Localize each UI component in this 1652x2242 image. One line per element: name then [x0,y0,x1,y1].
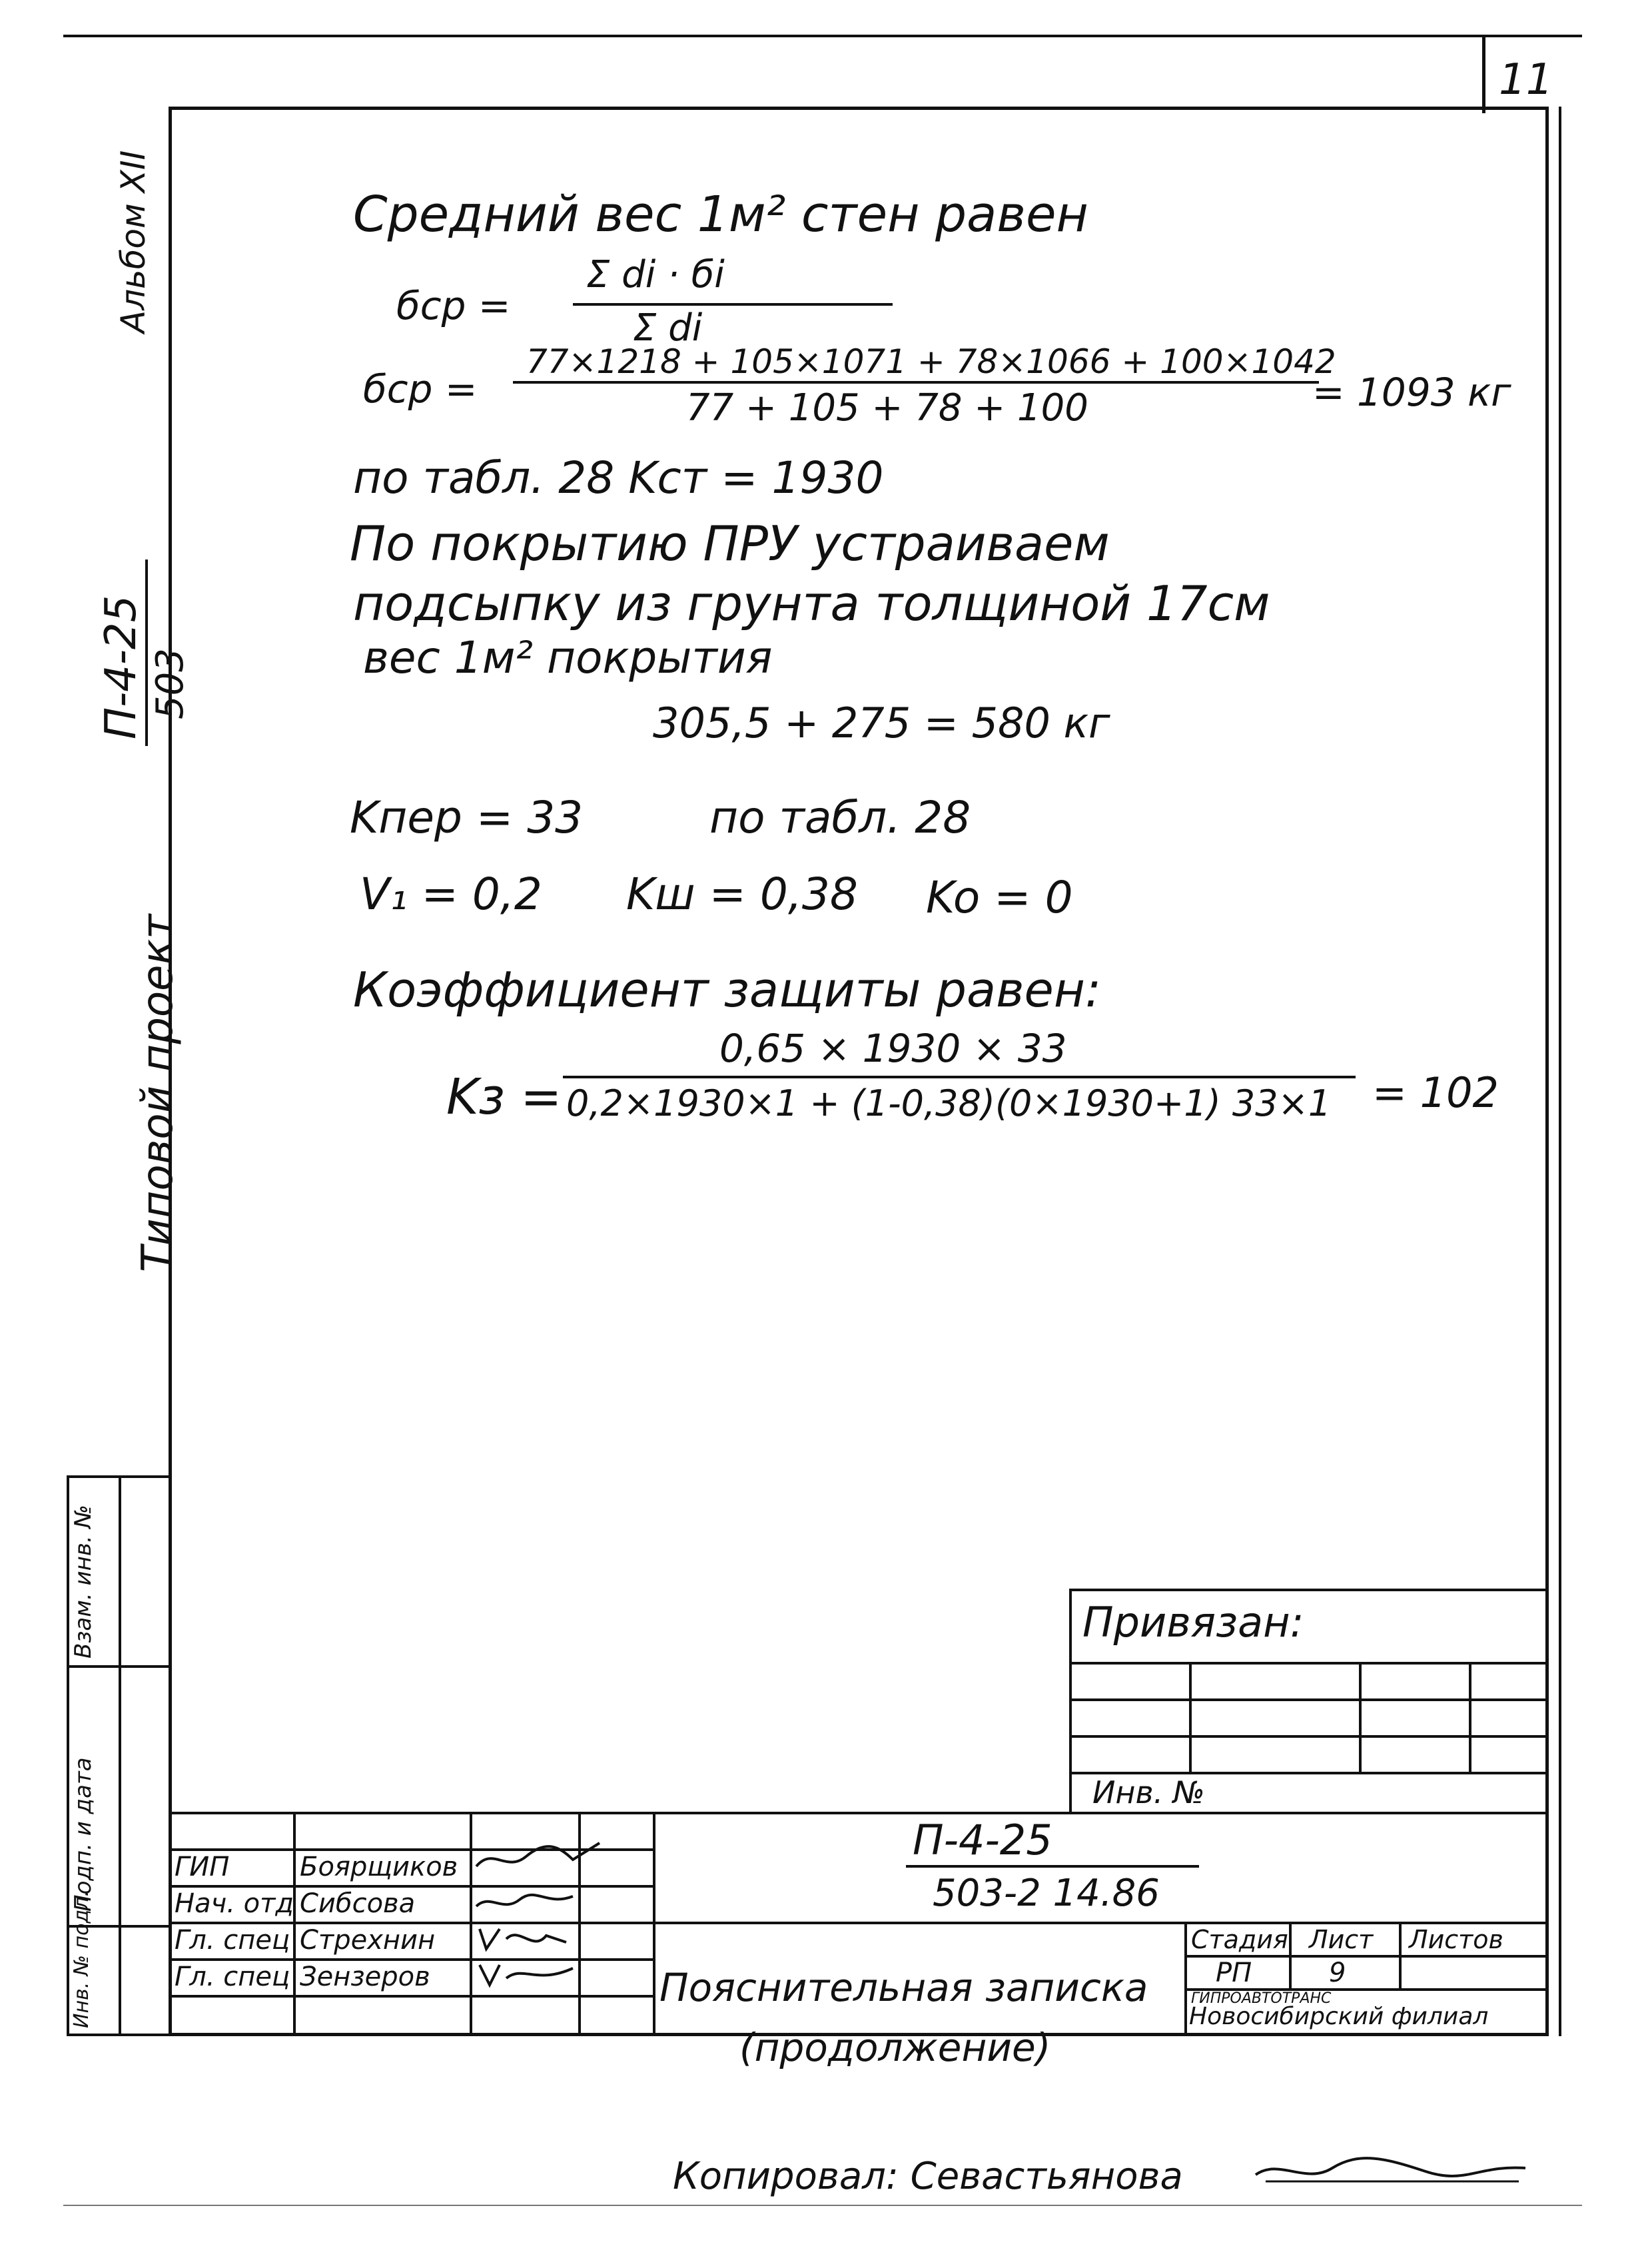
stage-value: РП [1216,1958,1252,1988]
privyazan-row3 [1069,1735,1549,1738]
formula2-denominator: 77 + 105 + 78 + 100 [686,386,1088,430]
formula1-lhs: бср = [396,283,511,328]
left-margin-div1 [67,1665,170,1668]
line-kper-ref: по табл. 28 [709,792,971,843]
privyazan-row4 [1069,1772,1549,1774]
tb-vsplit [653,1812,655,2036]
left-margin-top [67,1475,170,1478]
line-kst: по табл. 28 Kст = 1930 [353,452,884,504]
tb-top [169,1812,1549,1814]
formula2-bar [513,381,1319,384]
stage-vsplit [1184,1922,1187,2036]
sheet-label: Лист [1309,1925,1374,1954]
doc-code-underline [906,1865,1199,1868]
line-ko: Ko = 0 [926,872,1073,923]
line-pru-2: подсыпку из грунта толщиной 17см [353,575,1270,631]
formula2-lhs: бср = [363,366,478,412]
frame-right-double [1559,107,1561,2036]
left-margin-bottom [67,2034,170,2036]
sheet-value: 9 [1329,1958,1346,1988]
role-1: ГИП [175,1852,230,1882]
project-label: Типовой проект [133,914,183,1272]
copied-by: Копировал: Севастьянова [673,2155,1183,2198]
signature-1 [475,1842,601,1868]
stage-row1 [1184,1955,1549,1958]
page-number: 11 [1499,55,1553,105]
line-pru-1: По покрытию ПРУ устраиваем [350,516,1110,571]
role-2: Нач. отд [175,1888,294,1919]
formula2-result: = 1093 кг [1312,370,1511,415]
tb-row4 [169,1958,653,1961]
sheets-label: Листов [1409,1925,1503,1954]
left-margin-div2 [67,1925,170,1928]
privyazan-col3 [1469,1662,1471,1772]
page-number-box [1482,35,1582,113]
privyazan-row2 [1069,1698,1549,1701]
privyazan-row1 [1069,1662,1549,1665]
tb-row5 [169,1995,653,1998]
stamp-label-1: Подп. и дата [70,1757,97,1912]
privyazan-col1 [1189,1662,1192,1772]
inv-label: Инв. № [1092,1774,1205,1810]
footer-dash [63,2205,1582,2206]
doc-title-2: (продолжение) [739,2025,1051,2070]
line-coefficient: Коэффициент защиты равен: [353,962,1102,1018]
line-kper: Kпер = 33 [350,792,584,843]
left-margin-rule-inner [119,1475,121,2036]
top-rule [63,35,1582,37]
org-branch: Новосибирский филиал [1189,2003,1489,2030]
project-code-top: П-4-25 [97,595,146,739]
line-v1: V₁ = 0,2 [360,869,542,920]
project-code-divider [145,560,148,746]
name-2: Сибсова [300,1888,416,1919]
signature-3 [478,1928,567,1952]
line-pru-3: вес 1м² покрытия [363,632,773,683]
role-3: Гл. спец [175,1925,290,1956]
stamp-label-2: Взам. инв. № [70,1505,97,1659]
doc-code-2: 503-2 14.86 [933,1872,1160,1915]
tb-row1 [169,1848,653,1851]
doc-code-1: П-4-25 [913,1816,1052,1864]
stage-col2 [1399,1922,1402,1988]
signature-4 [478,1964,574,1988]
project-code-bottom: 503 [149,648,192,719]
copier-signature [1254,2157,1526,2183]
doc-title-1: Пояснительная записка [659,1965,1148,2010]
stage-col1 [1289,1922,1292,1988]
stage-row2 [1184,1988,1549,1991]
org-name: ГИПРОАВТОТРАНС [1191,1990,1332,2007]
formula3-numerator: 0,65 × 1930 × 33 [719,1026,1067,1071]
name-1: Боярщиков [300,1852,458,1882]
privyazan-title: Привязан: [1082,1598,1304,1647]
formula1-denominator: Σ di [633,306,703,350]
album-label: Альбом XII [114,150,153,333]
formula3-bar [563,1076,1356,1078]
name-3: Стрехнин [300,1925,436,1956]
privyazan-col2 [1359,1662,1362,1772]
privyazan-top [1069,1589,1549,1591]
formula3-lhs: Kз = [446,1068,562,1126]
formula1-bar [573,303,893,306]
line-average-weight: Средний вес 1м² стен равен [353,186,1088,243]
tb-row2 [169,1885,653,1888]
formula3-denominator: 0,2×1930×1 + (1-0,38)(0×1930+1) 33×1 [566,1082,1332,1124]
stamp-label-3: Инв. № подл. [70,1890,93,2028]
formula3-result: = 102 [1372,1068,1499,1117]
line-kw: Kш = 0,38 [626,869,858,920]
tb-mid [653,1922,1549,1924]
signature-2 [475,1893,574,1908]
line-sum: 305,5 + 275 = 580 кг [653,699,1110,747]
tb-row3 [169,1922,653,1924]
name-4: Зензеров [300,1962,430,1992]
role-4: Гл. спец [175,1962,290,1992]
drawing-frame [169,107,1549,2036]
formula2-numerator: 77×1218 + 105×1071 + 78×1066 + 100×1042 [526,342,1336,381]
left-margin-rule-outer [67,1475,69,2036]
formula1-numerator: Σ di · бi [586,253,725,296]
stage-label: Стадия [1191,1925,1288,1954]
